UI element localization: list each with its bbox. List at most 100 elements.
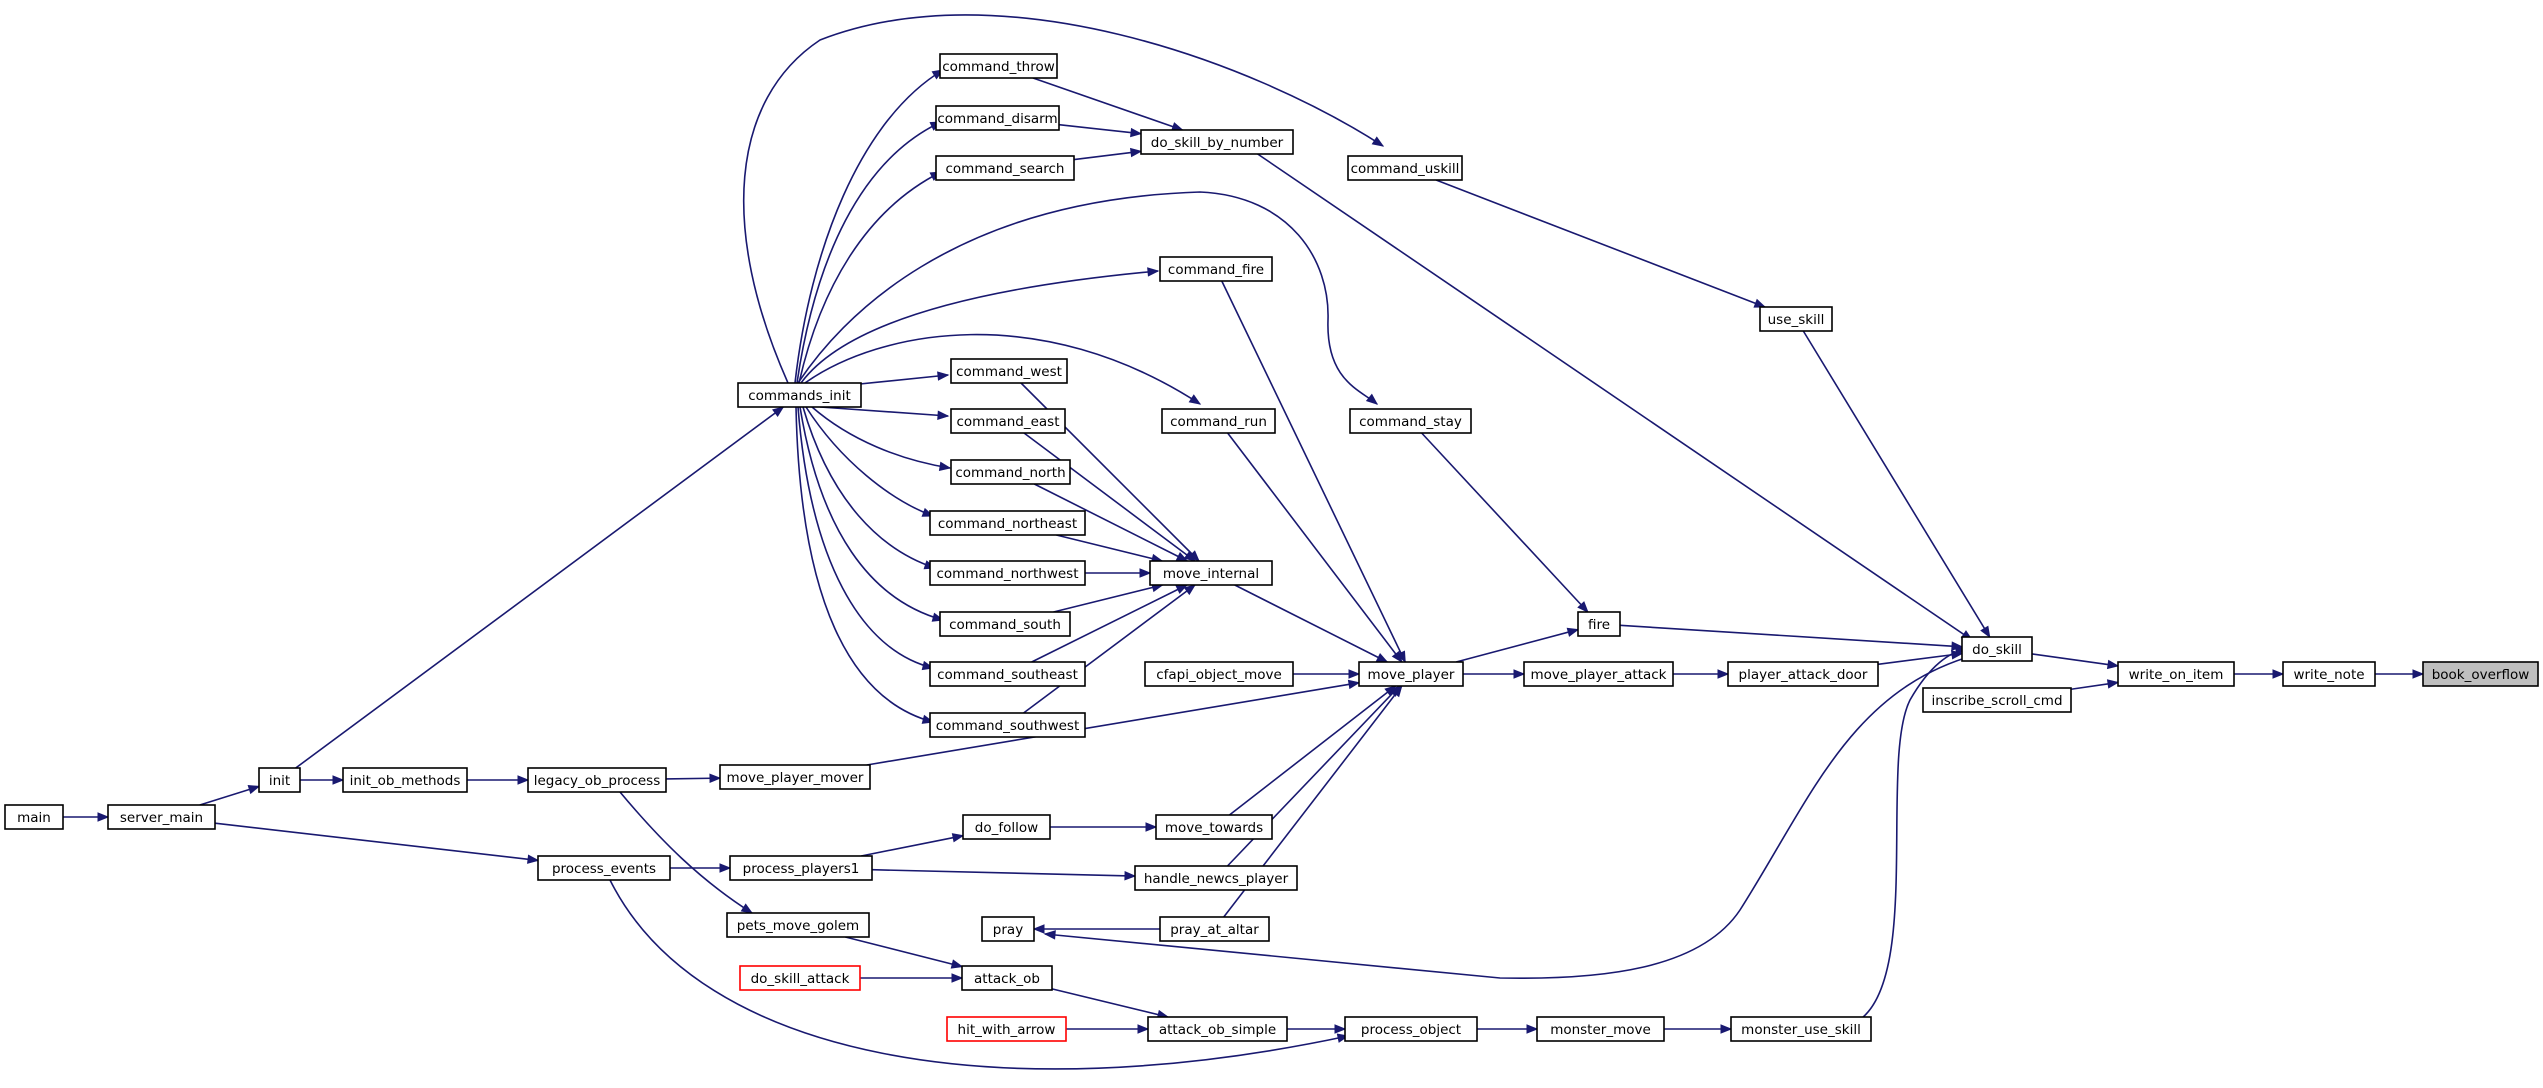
node-command-northwest[interactable]: command_northwest xyxy=(929,560,1086,586)
node-monster-use-skill[interactable]: monster_use_skill xyxy=(1730,1016,1872,1042)
node-label: command_southwest xyxy=(936,718,1080,734)
node-box xyxy=(258,767,301,793)
node-monster-move[interactable]: monster_move xyxy=(1536,1016,1665,1042)
node-hit-with-arrow[interactable]: hit_with_arrow xyxy=(946,1016,1067,1042)
node-box xyxy=(935,105,1060,131)
edge-commands-init-to-command-uskill-arrowhead xyxy=(1371,136,1385,147)
edge-commands-init-to-command-southeast xyxy=(797,406,934,669)
edge-main-to-server-main-arrowhead xyxy=(97,812,110,822)
node-move-towards[interactable]: move_towards xyxy=(1155,814,1273,840)
edge-command-stay-to-fire xyxy=(1421,432,1589,613)
node-label: handle_newcs_player xyxy=(1144,871,1289,887)
node-box xyxy=(737,382,862,408)
node-label: inscribe_scroll_cmd xyxy=(1931,693,2062,709)
node-label: process_events xyxy=(552,861,656,877)
node-attack-ob[interactable]: attack_ob xyxy=(961,965,1053,991)
node-command-stay[interactable]: command_stay xyxy=(1349,408,1472,434)
node-move-internal[interactable]: move_internal xyxy=(1149,560,1273,586)
node-label: command_run xyxy=(1170,414,1267,430)
edge-command-east-to-move-internal-arrowhead xyxy=(1183,550,1197,562)
node-label: command_west xyxy=(956,364,1062,380)
node-handle-newcs-player[interactable]: handle_newcs_player xyxy=(1134,865,1298,891)
node-main[interactable]: main xyxy=(4,804,64,830)
node-write-on-item[interactable]: write_on_item xyxy=(2117,661,2235,687)
node-label: attack_ob xyxy=(974,971,1040,987)
node-label: main xyxy=(17,810,51,826)
node-label: command_northeast xyxy=(938,516,1077,532)
edge-command-northwest-to-move-internal-arrowhead xyxy=(1139,568,1152,578)
node-label: pets_move_golem xyxy=(737,918,859,934)
edge-commands-init-to-command-throw xyxy=(794,69,944,384)
edge-commands-init-to-command-south xyxy=(799,406,944,621)
node-do-follow[interactable]: do_follow xyxy=(962,814,1051,840)
node-init-ob-methods[interactable]: init_ob_methods xyxy=(342,767,468,793)
edge-commands-init-to-command-west-arrowhead xyxy=(937,371,950,381)
node-label: command_disarm xyxy=(937,111,1057,127)
node-command-north[interactable]: command_north xyxy=(950,459,1071,485)
node-command-northeast[interactable]: command_northeast xyxy=(929,510,1086,536)
edge-move-player-mover-to-move-player xyxy=(866,681,1360,766)
edge-hit-with-arrow-to-attack-ob-simple-arrowhead xyxy=(1137,1024,1150,1034)
node-inscribe-scroll-cmd[interactable]: inscribe_scroll_cmd xyxy=(1922,687,2072,713)
edge-commands-init-to-command-fire xyxy=(800,270,1159,384)
node-command-west[interactable]: command_west xyxy=(950,358,1068,384)
node-cfapi-object-move[interactable]: cfapi_object_move xyxy=(1144,661,1294,687)
node-pray[interactable]: pray xyxy=(981,916,1035,942)
node-write-note[interactable]: write_note xyxy=(2282,661,2376,687)
node-label: monster_use_skill xyxy=(1741,1022,1861,1038)
node-command-east[interactable]: command_east xyxy=(950,408,1066,434)
node-command-south[interactable]: command_south xyxy=(939,611,1071,637)
edge-init-to-commands-init xyxy=(295,406,784,769)
node-box xyxy=(1161,408,1276,434)
node-command-uskill[interactable]: command_uskill xyxy=(1347,155,1463,181)
node-box xyxy=(939,53,1058,79)
node-player-attack-door[interactable]: player_attack_door xyxy=(1727,661,1879,687)
edge-command-disarm-to-do-skill-by-number-arrowhead xyxy=(1130,127,1143,138)
edge-command-stay-to-fire-arrowhead xyxy=(1577,601,1589,613)
edge-write-on-item-to-write-note-arrowhead xyxy=(2272,669,2285,679)
node-pray-at-altar[interactable]: pray_at_altar xyxy=(1159,916,1270,942)
node-box xyxy=(4,804,64,830)
node-command-southwest[interactable]: command_southwest xyxy=(929,712,1086,738)
edge-pray-at-altar-to-pray-arrowhead xyxy=(1032,924,1045,934)
node-attack-ob-simple[interactable]: attack_ob_simple xyxy=(1147,1016,1288,1042)
node-box xyxy=(1159,256,1273,282)
node-box xyxy=(1155,814,1273,840)
node-use-skill[interactable]: use_skill xyxy=(1759,306,1833,332)
edge-command-disarm-to-do-skill-by-number xyxy=(1058,123,1142,135)
node-command-search[interactable]: command_search xyxy=(935,155,1075,181)
node-label: command_east xyxy=(956,414,1059,430)
node-command-southeast[interactable]: command_southeast xyxy=(929,661,1086,687)
edge-process-players1-to-handle-newcs-player-arrowhead xyxy=(1124,871,1137,881)
node-process-events[interactable]: process_events xyxy=(537,855,671,881)
node-label: init xyxy=(269,773,290,789)
edge-commands-init-to-command-east xyxy=(819,406,949,417)
node-commands-init[interactable]: commands_init xyxy=(737,382,862,408)
node-command-run[interactable]: command_run xyxy=(1161,408,1276,434)
edge-do-follow-to-move-towards-arrowhead xyxy=(1145,822,1158,832)
node-do-skill-by-number[interactable]: do_skill_by_number xyxy=(1140,129,1294,155)
node-move-player[interactable]: move_player xyxy=(1358,661,1464,687)
node-server-main[interactable]: server_main xyxy=(107,804,216,830)
node-command-throw[interactable]: command_throw xyxy=(939,53,1058,79)
node-book-overflow[interactable]: book_overflow xyxy=(2422,661,2539,687)
node-command-disarm[interactable]: command_disarm xyxy=(935,105,1060,131)
edge-pray-at-altar-to-move-player-arrowhead xyxy=(1391,684,1403,698)
node-do-skill-attack[interactable]: do_skill_attack xyxy=(739,965,861,991)
node-box xyxy=(1577,611,1621,637)
node-init[interactable]: init xyxy=(258,767,301,793)
node-process-players1[interactable]: process_players1 xyxy=(729,855,873,881)
node-command-fire[interactable]: command_fire xyxy=(1159,256,1273,282)
node-fire[interactable]: fire xyxy=(1577,611,1621,637)
node-process-object[interactable]: process_object xyxy=(1344,1016,1478,1042)
node-box xyxy=(1140,129,1294,155)
node-do-skill[interactable]: do_skill xyxy=(1961,636,2033,662)
edge-command-southwest-to-move-internal-arrowhead xyxy=(1183,584,1197,596)
node-legacy-ob-process[interactable]: legacy_ob_process xyxy=(527,767,667,793)
node-label: server_main xyxy=(120,810,203,826)
node-move-player-mover[interactable]: move_player_mover xyxy=(719,764,871,790)
node-pets-move-golem[interactable]: pets_move_golem xyxy=(726,912,870,938)
node-move-player-attack[interactable]: move_player_attack xyxy=(1523,661,1674,687)
node-label: move_internal xyxy=(1163,566,1259,582)
edge-commands-init-to-command-disarm xyxy=(796,121,942,384)
